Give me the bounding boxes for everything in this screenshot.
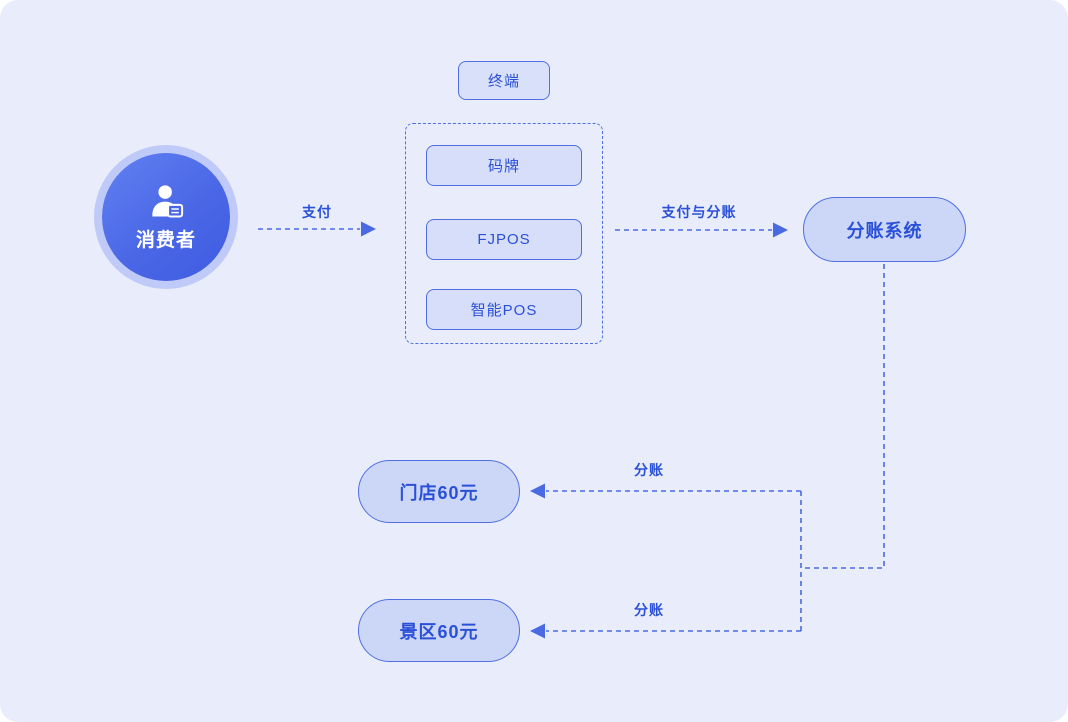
node-smart-pos: 智能POS — [426, 289, 582, 330]
node-fjpos: FJPOS — [426, 219, 582, 260]
edge-label-pay-split: 支付与分账 — [661, 204, 737, 220]
arrowhead-pay-split — [773, 222, 788, 238]
edge-split-down-line — [801, 264, 885, 569]
node-consumer: 消费者 — [102, 153, 230, 281]
node-store-60: 门店60元 — [358, 460, 520, 523]
edge-label-pay: 支付 — [302, 204, 332, 220]
arrowhead-store — [530, 483, 545, 499]
node-scenic-60: 景区60元 — [358, 599, 520, 662]
node-terminal-title: 终端 — [458, 61, 550, 100]
consumer-label: 消费者 — [135, 229, 196, 251]
node-qr-plate: 码牌 — [426, 145, 582, 186]
arrowhead-pay — [361, 221, 376, 237]
edge-label-split-store: 分账 — [634, 462, 664, 478]
terminal-group: 码牌 FJPOS 智能POS — [405, 123, 603, 344]
node-split-system: 分账系统 — [803, 197, 966, 262]
edge-label-split-scenic: 分账 — [634, 602, 664, 618]
user-card-icon — [146, 183, 186, 221]
arrowhead-scenic — [530, 623, 545, 639]
